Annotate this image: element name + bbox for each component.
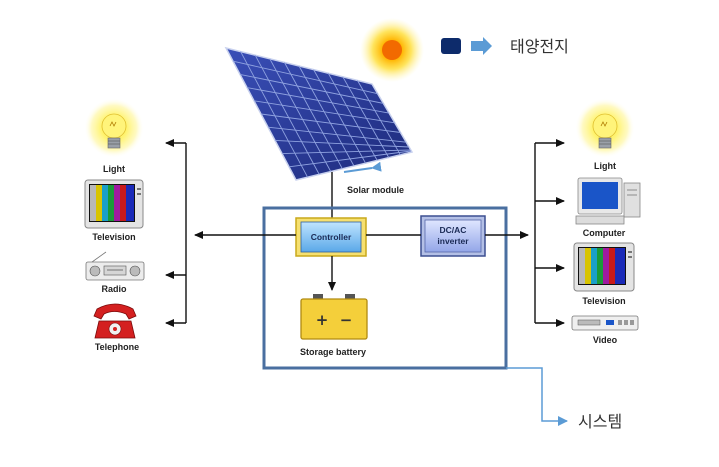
inverter-box: DC/AC inverter — [420, 215, 486, 257]
system-pointer — [506, 367, 568, 426]
video-recorder-icon — [571, 315, 639, 331]
dc-load-label-telephone: Telephone — [95, 342, 139, 352]
legend: 태양전지 — [441, 37, 569, 56]
solar-module-pointer — [343, 161, 382, 173]
inverter-label-line2: inverter — [437, 236, 469, 246]
telephone-icon — [93, 303, 137, 339]
inverter-label-line1: DC/AC — [440, 225, 467, 235]
ac-load-label-computer: Computer — [583, 228, 626, 238]
battery-label: Storage battery — [300, 347, 366, 357]
ac-bus — [485, 139, 565, 327]
television-icon — [573, 242, 635, 292]
light-bulb-icon — [84, 98, 144, 158]
system-label: 시스템 — [578, 412, 622, 431]
dc-bus — [165, 139, 296, 327]
radio-icon — [85, 251, 145, 281]
sun-icon — [360, 18, 424, 82]
solar-panel-icon — [224, 46, 414, 181]
legend-label: 태양전지 — [510, 37, 569, 56]
dc-load-label-television: Television — [92, 232, 135, 242]
legend-arrow-icon — [471, 37, 492, 55]
light-bulb-icon — [575, 98, 635, 158]
dc-load-label-light: Light — [103, 164, 125, 174]
battery-icon: + − — [300, 294, 368, 340]
ac-load-label-television: Television — [582, 296, 625, 306]
system-box — [262, 206, 508, 370]
ac-load-label-light: Light — [594, 161, 616, 171]
computer-icon — [575, 177, 641, 225]
battery-plus: + — [316, 311, 329, 329]
solar-module-label: Solar module — [347, 185, 404, 195]
television-icon — [84, 179, 144, 229]
dc-load-label-radio: Radio — [101, 284, 127, 294]
controller-label: Controller — [311, 232, 352, 242]
controller-box: Controller — [295, 217, 367, 257]
ac-load-label-video: Video — [593, 335, 618, 345]
battery-minus: − — [340, 311, 353, 329]
legend-swatch — [441, 38, 461, 54]
